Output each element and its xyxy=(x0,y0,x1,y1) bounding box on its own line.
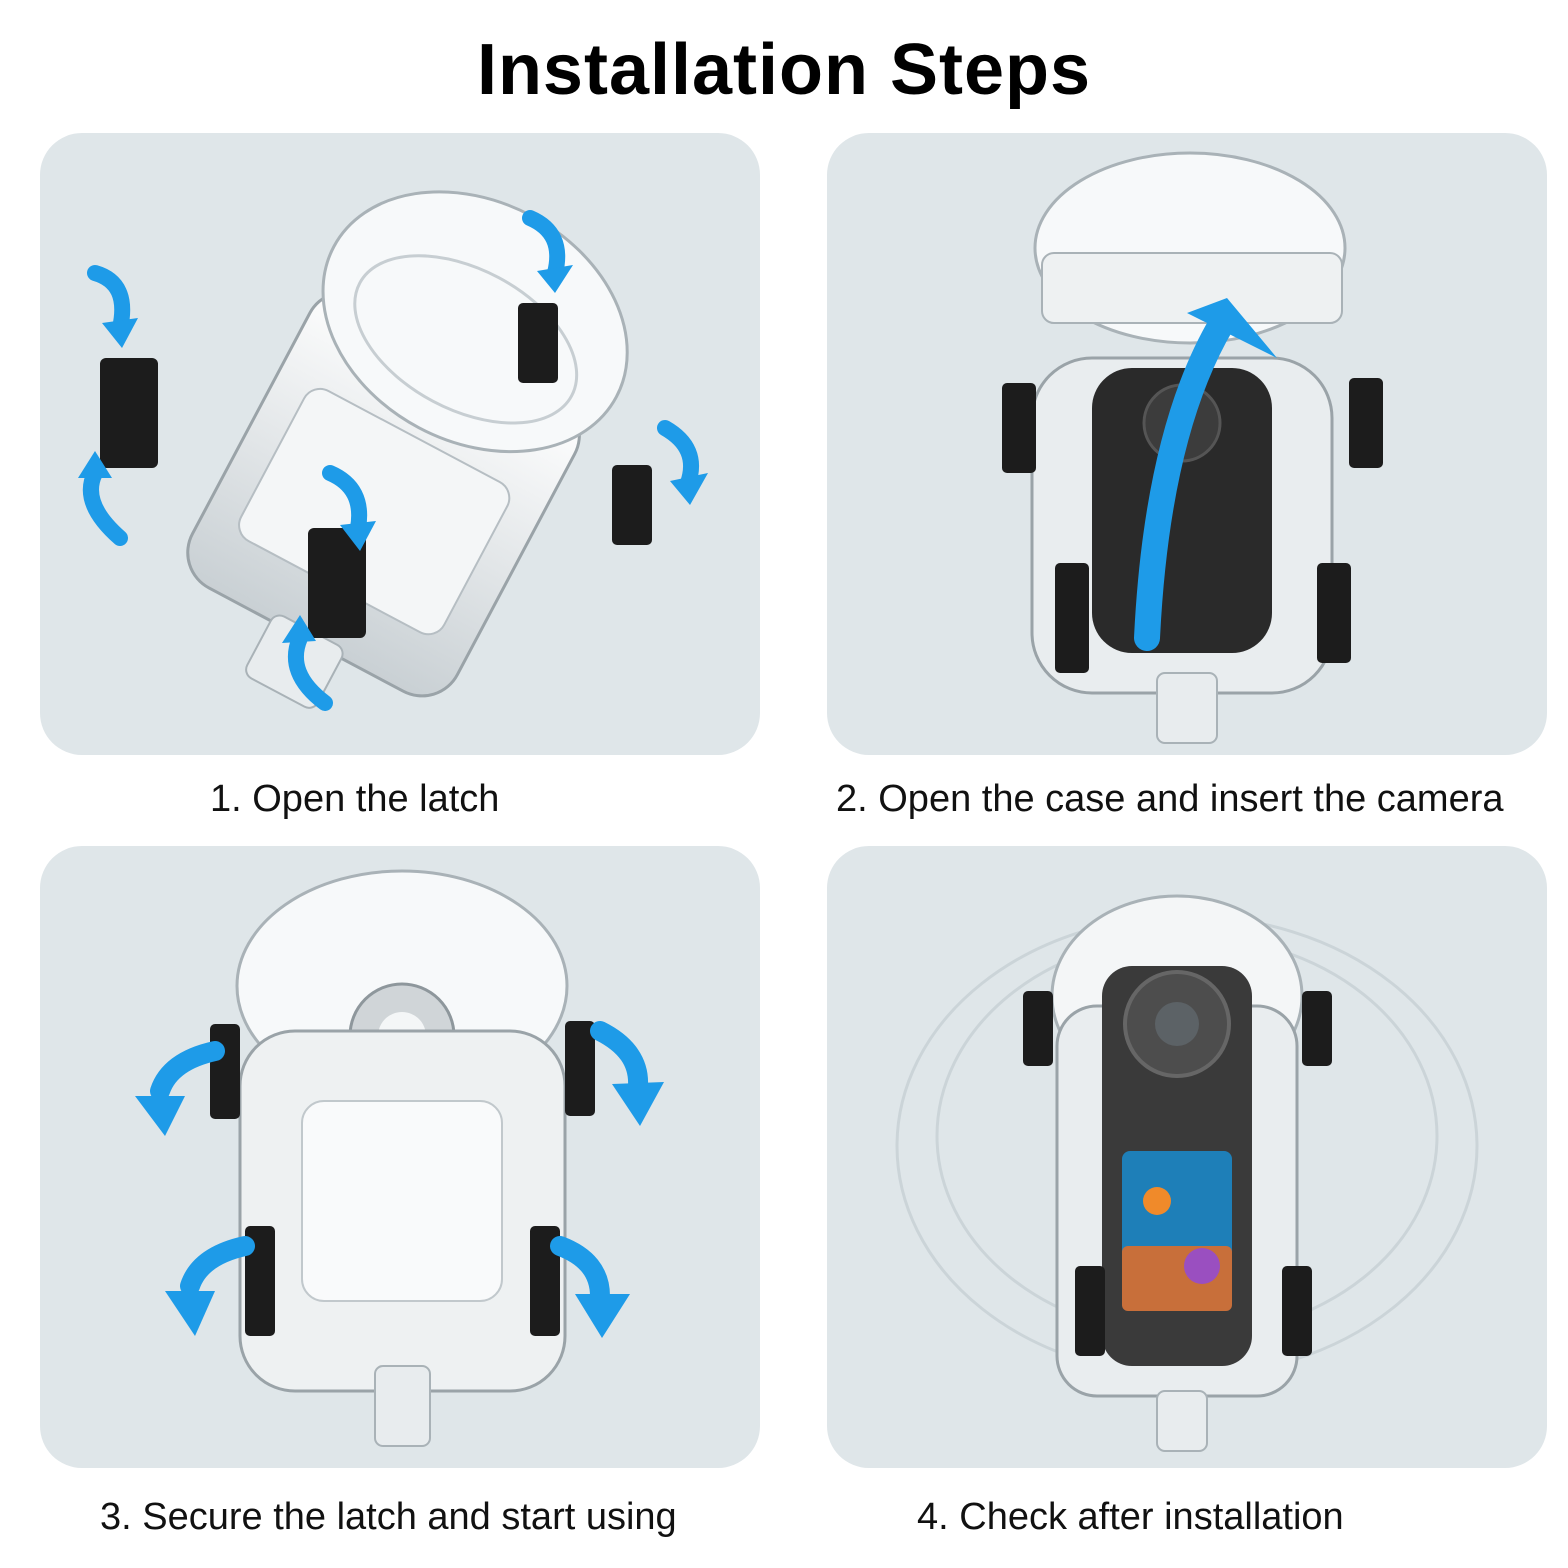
rotate-arrow-icon xyxy=(590,1021,649,1096)
rotate-arrow-icon xyxy=(322,465,368,536)
rotate-arrow-icon xyxy=(180,1236,255,1296)
rotate-arrow-icon xyxy=(287,630,333,711)
latch-icon xyxy=(1002,383,1036,473)
step-1-image xyxy=(40,133,760,755)
latch-icon xyxy=(1282,1266,1312,1356)
page-title: Installation Steps xyxy=(476,30,1092,110)
latch-icon xyxy=(1055,563,1089,673)
latch-icon xyxy=(612,465,652,545)
rotate-arrow-icon xyxy=(550,1236,610,1306)
step-4-caption: 4. Check after installation xyxy=(917,1496,1344,1538)
latch-icon xyxy=(518,303,558,383)
rotate-arrow-icon xyxy=(87,265,131,336)
step-2-image xyxy=(827,133,1547,755)
housing-secure-latch-illustration xyxy=(135,869,664,1447)
step-3-image xyxy=(40,846,760,1468)
latch-icon xyxy=(530,1226,560,1336)
housing-installed-illustration xyxy=(895,894,1479,1452)
rotate-arrow-icon xyxy=(522,210,566,281)
rotate-arrow-icon xyxy=(82,465,128,546)
latch-icon xyxy=(100,358,158,468)
step-1-caption: 1. Open the latch xyxy=(210,778,500,820)
step-2-caption: 2. Open the case and insert the camera xyxy=(836,778,1504,820)
latch-icon xyxy=(1302,991,1332,1066)
latch-icon xyxy=(1023,991,1053,1066)
camera-icon xyxy=(1092,368,1272,653)
rotate-arrow-icon xyxy=(657,420,700,491)
up-arrow-icon xyxy=(1134,310,1235,651)
housing-insert-camera-illustration xyxy=(1002,151,1383,744)
rotate-arrow-icon xyxy=(150,1041,225,1101)
latch-icon xyxy=(565,1021,595,1116)
latch-icon xyxy=(1317,563,1351,663)
latch-icon xyxy=(245,1226,275,1336)
latch-icon xyxy=(308,528,366,638)
step-4-image xyxy=(827,846,1547,1468)
latch-icon xyxy=(1349,378,1383,468)
latch-icon xyxy=(210,1024,240,1119)
housing-open-latch-illustration xyxy=(78,190,708,711)
step-3-caption: 3. Secure the latch and start using xyxy=(100,1496,677,1538)
latch-icon xyxy=(1075,1266,1105,1356)
